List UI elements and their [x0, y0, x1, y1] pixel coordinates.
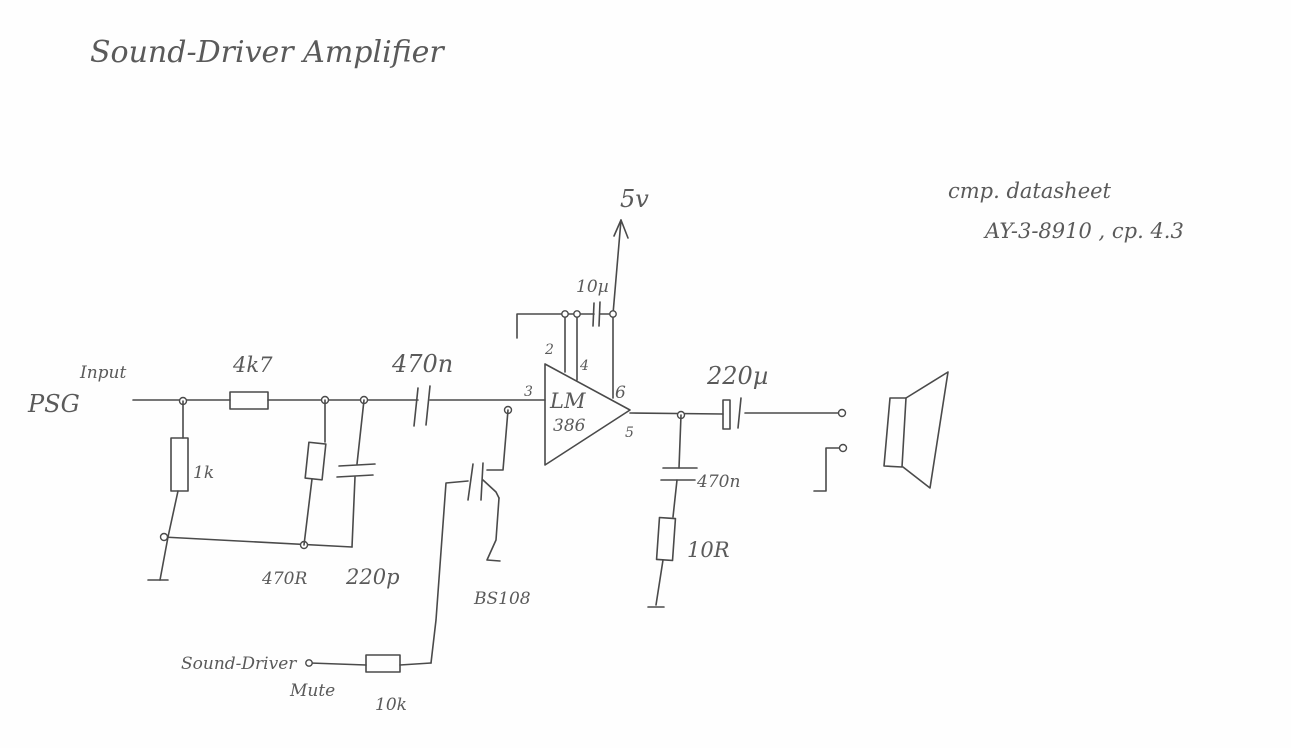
- lm386-label-line1: LM: [549, 389, 586, 413]
- pin-wiring-top: [516, 219, 629, 399]
- bypass-capacitor-label: 10µ: [576, 277, 609, 297]
- resistor-470r: [303, 399, 327, 546]
- capacitor-220u-label: 220µ: [706, 362, 768, 390]
- capacitor-470n-label: 470n: [391, 350, 453, 378]
- mute-input-terminal: [305, 659, 313, 667]
- speaker-terminal: [837, 408, 847, 418]
- zobel-network: [647, 414, 698, 608]
- speaker-terminal: [838, 443, 848, 453]
- pin4-label: 4: [579, 358, 589, 374]
- capacitor-220p-label: 220p: [345, 565, 400, 589]
- resistor-470r-label: 470R: [261, 569, 307, 589]
- junction-node: [561, 310, 569, 318]
- junction-node: [573, 310, 581, 318]
- capacitor-220p: [336, 399, 376, 548]
- bottom-rail: [162, 536, 353, 548]
- pin6-label: 6: [615, 383, 626, 403]
- lm386-amplifier: [544, 363, 631, 466]
- datasheet-note-line2: AY-3-8910 , cp. 4.3: [983, 219, 1184, 243]
- speaker-terminals: [813, 447, 844, 492]
- lm386-label-line2: 386: [553, 416, 586, 436]
- mute-resistor-label: 10k: [375, 695, 407, 715]
- resistor-4k7-label: 4k7: [232, 353, 273, 377]
- mute-mosfet-bs108: [430, 409, 509, 664]
- resistor-1k-label: 1k: [193, 463, 214, 483]
- resistor-4k7: [229, 391, 269, 410]
- mute-signal-label-line1: Sound-Driver: [181, 654, 297, 674]
- mute-control-wire: [309, 654, 432, 673]
- psg-label: PSG: [27, 390, 80, 418]
- pin5-label: 5: [625, 425, 634, 441]
- junction-node: [159, 532, 169, 542]
- speaker-icon: [883, 371, 949, 489]
- mosfet-label: BS108: [473, 589, 531, 609]
- schematic-title: Sound-Driver Amplifier: [90, 35, 445, 70]
- pin3-label: 3: [524, 384, 533, 400]
- zobel-resistor-label: 10R: [687, 538, 730, 562]
- zobel-capacitor-label: 470n: [696, 472, 740, 492]
- capacitor-220u: [722, 397, 742, 430]
- mute-signal-label-line2: Mute: [289, 681, 335, 701]
- supply-label: 5v: [620, 185, 649, 213]
- capacitor-470n-coupling: [413, 385, 431, 427]
- resistor-1k: [147, 400, 189, 581]
- output-wire: [629, 412, 839, 415]
- datasheet-note-line1: cmp. datasheet: [948, 179, 1112, 203]
- input-label: Input: [79, 363, 126, 383]
- pin2-label: 2: [544, 342, 554, 358]
- junction-node: [609, 310, 617, 318]
